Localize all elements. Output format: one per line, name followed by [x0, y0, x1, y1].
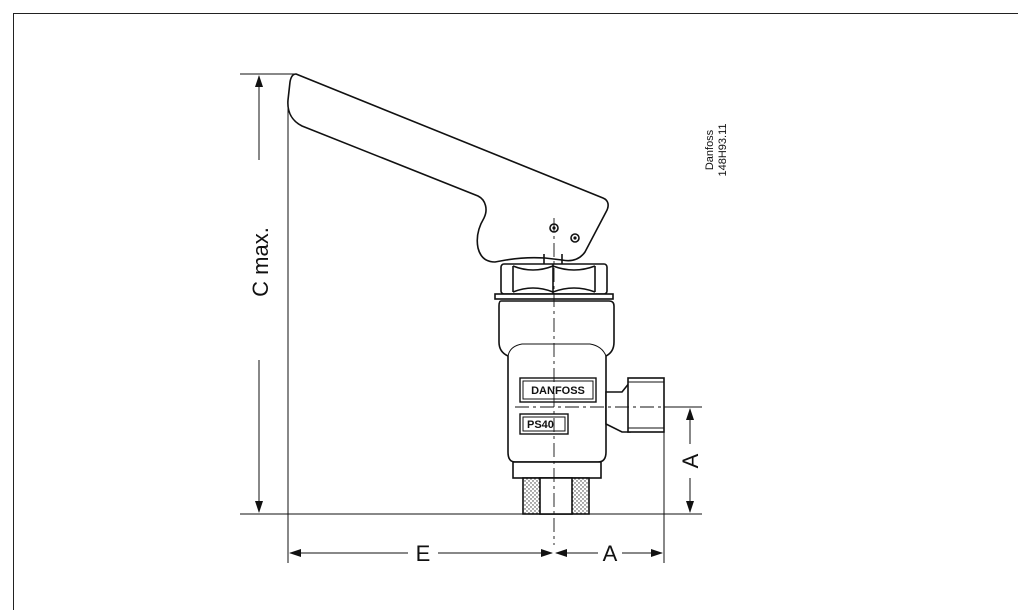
label-e: E	[416, 541, 431, 566]
valve-body	[498, 300, 665, 515]
credit-line-1: Danfoss	[704, 129, 716, 170]
label-a-horizontal: A	[603, 541, 618, 566]
model-plate: PS40	[519, 413, 569, 435]
extension-lines	[240, 73, 702, 563]
label-c-max: C max.	[248, 227, 273, 297]
label-a-vertical: A	[678, 453, 703, 468]
drawing-frame	[13, 13, 1018, 610]
credit-line-2: 148H93.11	[717, 123, 729, 176]
valve-handle	[287, 73, 609, 263]
brand-plate-text: DANFOSS	[531, 385, 585, 397]
brand-plate: DANFOSS	[519, 377, 597, 403]
model-plate-text: PS40	[527, 419, 554, 431]
